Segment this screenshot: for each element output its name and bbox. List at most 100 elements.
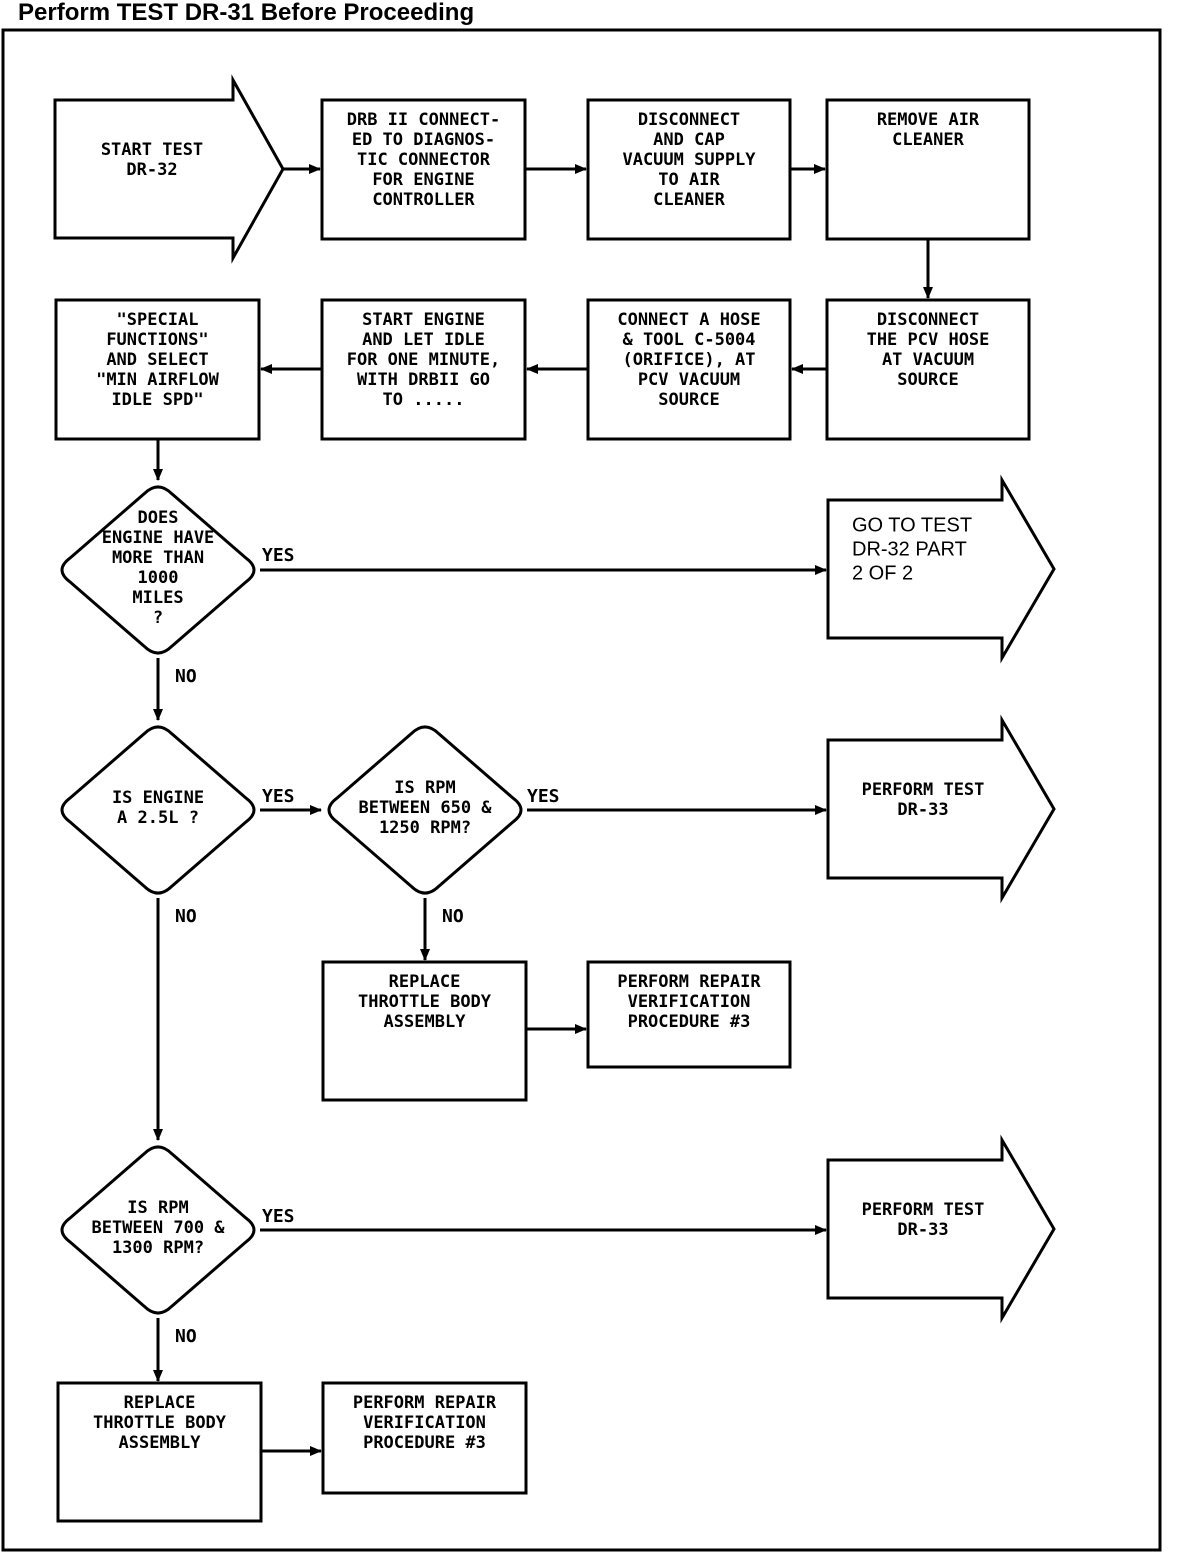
q-2-5l-line-1: IS ENGINE bbox=[112, 788, 204, 808]
edge-q-rpm-650-to-perform-dr33-a: YES bbox=[527, 786, 827, 815]
q-rpm-650-line-2: BETWEEN 650 & bbox=[358, 798, 492, 818]
outer-frame bbox=[1, 28, 1162, 1552]
disconnect-pcv-line-3: AT VACUUM bbox=[882, 350, 974, 370]
terminal-arrow-shape bbox=[826, 474, 1056, 664]
q-1000-miles-line-6: ? bbox=[153, 608, 163, 628]
edge-label-yes: YES bbox=[527, 786, 560, 807]
q-rpm-700-line-2: BETWEEN 700 & bbox=[91, 1218, 225, 1238]
replace-tb-a-line-3: ASSEMBLY bbox=[384, 1012, 467, 1032]
node-connect-hose: CONNECT A HOSE& TOOL C-5004(ORIFICE), AT… bbox=[586, 298, 792, 441]
special-functions-line-4: "MIN AIRFLOW bbox=[96, 370, 220, 390]
process-box bbox=[586, 98, 792, 241]
start-test-line-1: START TEST bbox=[101, 140, 203, 160]
special-functions-line-5: IDLE SPD" bbox=[111, 390, 203, 410]
connect-hose-line-2: & TOOL C-5004 bbox=[622, 330, 755, 350]
edge-q-rpm-650-to-replace-tb-a: NO bbox=[420, 898, 464, 961]
start-test-line-2: DR-32 bbox=[126, 160, 177, 180]
connect-hose-line-4: PCV VACUUM bbox=[638, 370, 740, 390]
disconnect-cap-line-4: TO AIR bbox=[658, 170, 720, 190]
verify-b-line-2: VERIFICATION bbox=[363, 1413, 486, 1433]
perform-dr33-a-line-1: PERFORM TEST bbox=[862, 780, 985, 800]
start-engine-line-4: WITH DRBII GO bbox=[357, 370, 490, 390]
edge-label-yes: YES bbox=[262, 786, 295, 807]
page-header: Perform TEST DR-31 Before Proceeding bbox=[18, 0, 474, 26]
verify-b-line-1: PERFORM REPAIR bbox=[353, 1393, 497, 1413]
decision-diamond bbox=[60, 725, 256, 895]
disconnect-pcv-line-2: THE PCV HOSE bbox=[867, 330, 990, 350]
process-box bbox=[321, 960, 528, 1102]
goto-part2-line-1: GO TO TEST bbox=[852, 514, 972, 536]
edge-label-no: NO bbox=[175, 906, 197, 927]
connect-hose-line-1: CONNECT A HOSE bbox=[617, 310, 760, 330]
drb-connected-line-1: DRB II CONNECT- bbox=[347, 110, 501, 130]
edge-label-yes: YES bbox=[262, 1206, 295, 1227]
terminal-arrow-shape bbox=[53, 74, 285, 264]
process-box bbox=[320, 98, 527, 241]
process-box bbox=[321, 1381, 528, 1495]
disconnect-cap-line-1: DISCONNECT bbox=[638, 110, 740, 130]
decision-diamond bbox=[60, 485, 256, 655]
drb-connected-line-3: TIC CONNECTOR bbox=[357, 150, 491, 170]
verify-a-line-2: VERIFICATION bbox=[628, 992, 751, 1012]
start-engine-line-3: FOR ONE MINUTE, bbox=[347, 350, 501, 370]
q-rpm-700-line-1: IS RPM bbox=[127, 1198, 188, 1218]
verify-a-line-3: PROCEDURE #3 bbox=[628, 1012, 751, 1032]
disconnect-cap-line-5: CLEANER bbox=[653, 190, 725, 210]
q-1000-miles-line-3: MORE THAN bbox=[112, 548, 204, 568]
process-box bbox=[586, 298, 792, 441]
process-box bbox=[54, 298, 261, 441]
start-engine-line-5: TO ..... bbox=[383, 390, 465, 410]
edge-q-rpm-700-to-replace-tb-b: NO bbox=[153, 1318, 197, 1382]
special-functions-line-3: AND SELECT bbox=[106, 350, 208, 370]
disconnect-pcv-line-1: DISCONNECT bbox=[877, 310, 979, 330]
replace-tb-a-line-2: THROTTLE BODY bbox=[358, 992, 492, 1012]
q-1000-miles-line-5: MILES bbox=[132, 588, 183, 608]
decision-diamond bbox=[327, 725, 523, 895]
drb-connected-line-2: ED TO DIAGNOS- bbox=[352, 130, 495, 150]
perform-dr33-a-line-2: DR-33 bbox=[897, 800, 948, 820]
replace-tb-b-line-3: ASSEMBLY bbox=[119, 1433, 202, 1453]
q-rpm-650-line-3: 1250 RPM? bbox=[379, 818, 471, 838]
edge-q-2-5l-to-q-rpm-650: YES bbox=[260, 786, 322, 815]
q-1000-miles-line-1: DOES bbox=[138, 508, 179, 528]
q-rpm-700-line-3: 1300 RPM? bbox=[112, 1238, 204, 1258]
process-box bbox=[825, 298, 1031, 441]
edge-q-rpm-700-to-perform-dr33-b: YES bbox=[260, 1206, 827, 1235]
edge-q-2-5l-to-q-rpm-700: NO bbox=[153, 898, 197, 1141]
process-box bbox=[320, 298, 527, 441]
perform-dr33-b-line-2: DR-33 bbox=[897, 1220, 948, 1240]
remove-air-cleaner-line-2: CLEANER bbox=[892, 130, 964, 150]
verify-b-line-3: PROCEDURE #3 bbox=[363, 1433, 486, 1453]
remove-air-cleaner-line-1: REMOVE AIR bbox=[877, 110, 980, 130]
decision-diamond bbox=[60, 1145, 256, 1315]
verify-a-line-1: PERFORM REPAIR bbox=[617, 972, 761, 992]
edge-q-1000-miles-to-q-2-5l: NO bbox=[153, 658, 197, 721]
process-box bbox=[586, 960, 792, 1069]
connect-hose-line-3: (ORIFICE), AT bbox=[622, 350, 755, 370]
terminal-arrow-shape bbox=[826, 1134, 1056, 1324]
disconnect-cap-line-2: AND CAP bbox=[653, 130, 725, 150]
terminal-arrow-shape bbox=[826, 714, 1056, 904]
q-2-5l-line-2: A 2.5L ? bbox=[117, 808, 199, 828]
replace-tb-b-line-1: REPLACE bbox=[124, 1393, 196, 1413]
edge-label-no: NO bbox=[175, 1326, 197, 1347]
node-drb-connected: DRB II CONNECT-ED TO DIAGNOS-TIC CONNECT… bbox=[320, 98, 527, 241]
